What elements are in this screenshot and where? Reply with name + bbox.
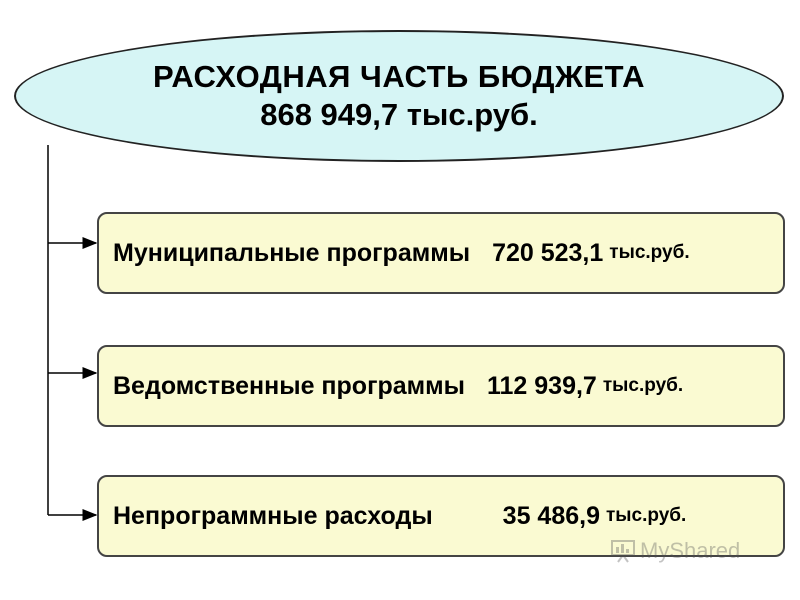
municipal-programs-box: Муниципальные программы 720 523,1 тыс.ру… xyxy=(97,212,785,294)
myshared-watermark: MyShared xyxy=(610,538,740,564)
item-value: 112 939,7 xyxy=(487,371,597,400)
item-value: 35 486,9 xyxy=(502,501,600,530)
item-name: Муниципальные программы xyxy=(113,238,471,267)
item-unit: тыс.руб. xyxy=(606,505,687,526)
departmental-programs-box: Ведомственные программы 112 939,7 тыс.ру… xyxy=(97,345,785,427)
item-name: Ведомственные программы xyxy=(113,371,465,400)
budget-title: РАСХОДНАЯ ЧАСТЬ БЮДЖЕТА xyxy=(152,59,646,94)
watermark-text: MyShared xyxy=(640,538,741,563)
item-unit: тыс.руб. xyxy=(602,375,684,396)
presentation-icon xyxy=(611,540,635,563)
non-program-expenses-box: Непрограммные расходы 35 486,9 тыс.руб. xyxy=(97,475,785,557)
item-value: 720 523,1 xyxy=(492,238,604,267)
budget-total-amount: 868 949,7 тыс.руб. xyxy=(260,97,538,132)
item-name: Непрограммные расходы xyxy=(113,501,433,530)
item-unit: тыс.руб. xyxy=(609,242,690,263)
budget-expenditure-ellipse: РАСХОДНАЯ ЧАСТЬ БЮДЖЕТА 868 949,7 тыс.ру… xyxy=(14,30,784,162)
